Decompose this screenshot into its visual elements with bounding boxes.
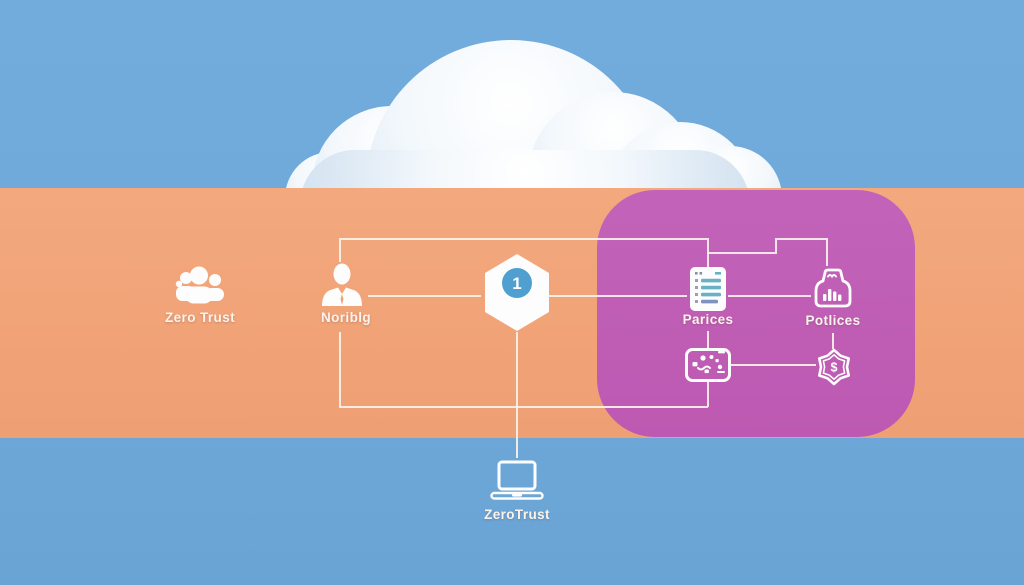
dollar-symbol: $	[831, 361, 838, 375]
hexagon-step-icon: 1	[482, 253, 552, 333]
laptop-label: ZeroTrust	[484, 507, 550, 522]
hexagon-number: 1	[512, 274, 521, 293]
bag-chart-icon	[812, 265, 854, 311]
checklist-icon	[689, 266, 727, 312]
users-group-label: Zero Trust	[164, 310, 236, 325]
person-label: Noriblg	[320, 310, 372, 325]
user-group-icon	[170, 266, 230, 308]
circuit-board-icon	[685, 348, 731, 382]
dollar-badge-icon: $	[816, 347, 852, 387]
laptop-icon	[489, 460, 545, 502]
magenta-panel	[597, 190, 915, 437]
bag-chart-label: Potlices	[805, 313, 861, 328]
person-icon	[318, 262, 366, 306]
checklist-label: Parices	[682, 312, 734, 327]
